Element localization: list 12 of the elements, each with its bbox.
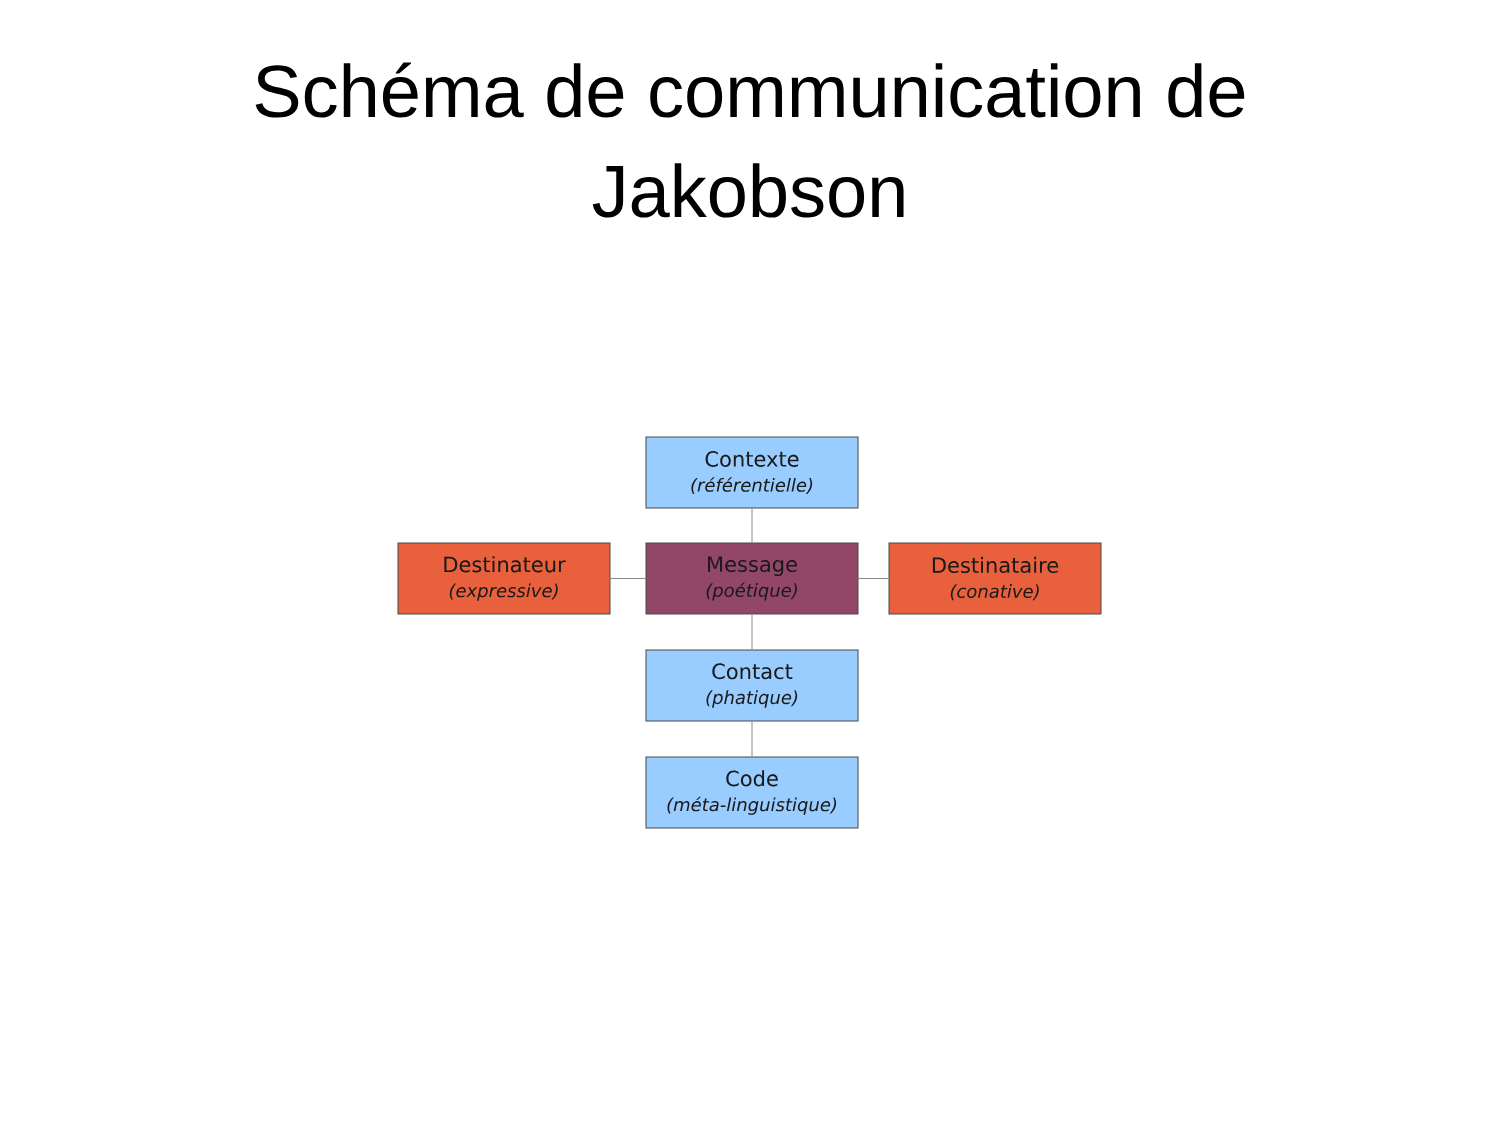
connector-line [751,508,753,543]
function-box: Contact (phatique) [645,649,859,722]
function-box: Destinateur (expressive) [397,542,611,615]
function-box: Message (poétique) [645,542,859,615]
connector-line [858,578,889,579]
function-box: Destinataire (conative) [888,542,1102,615]
diagram-title: Schéma de communication de Jakobson [255,62,1245,218]
function-box: Code (méta-linguistique) [645,756,859,829]
connector-line [751,721,753,757]
connector-line [751,614,753,650]
function-box: Contexte (référentielle) [645,436,859,509]
connector-line [610,578,646,579]
